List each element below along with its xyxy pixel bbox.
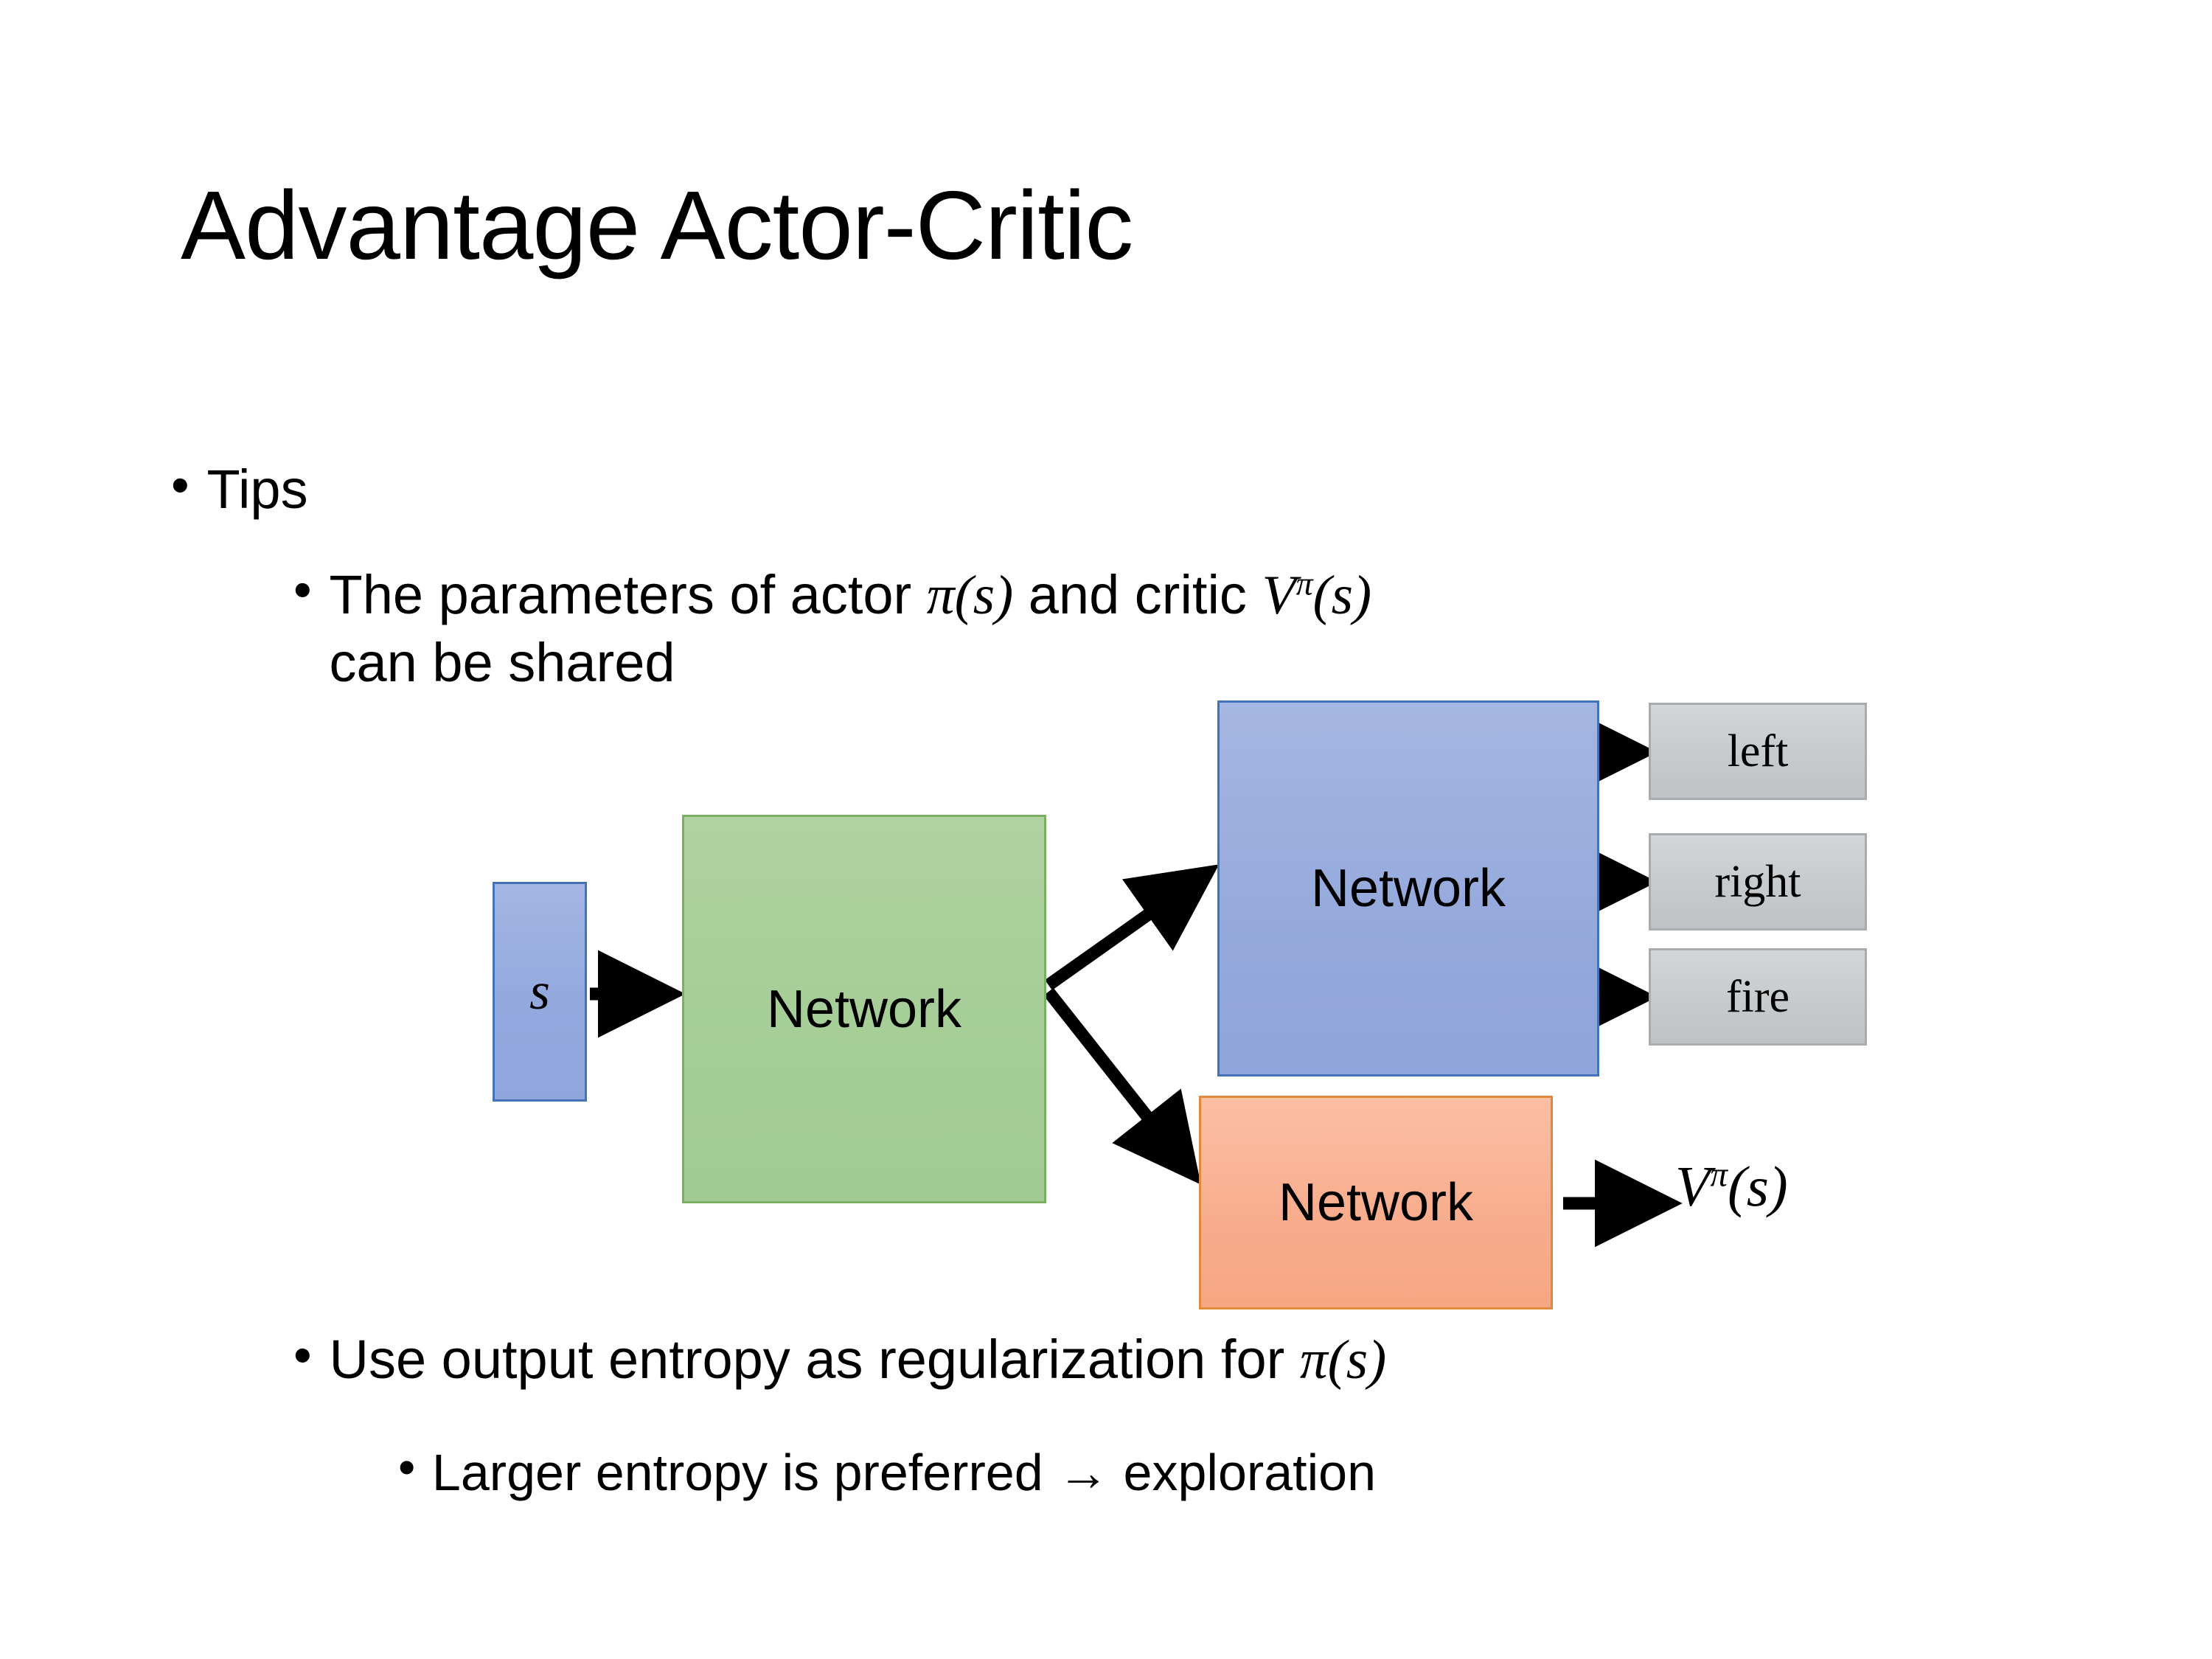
action-label-fire: fire	[1725, 971, 1790, 1022]
math-pi-of-s: π(s)	[1299, 1329, 1387, 1391]
bullet-tips: • Tips	[171, 457, 308, 521]
bullet-larger-entropy-label: Larger entropy is preferred → exploratio…	[431, 1444, 1377, 1501]
text-fragment-line2: can be shared	[329, 632, 675, 694]
bullet-shared-parameters-text: The parameters of actor π(s) and critic …	[330, 562, 2078, 696]
bullet-marker-icon: •	[293, 560, 312, 619]
math-pi-of-s: π(s)	[926, 565, 1014, 626]
action-label-left: left	[1727, 726, 1789, 776]
math-v-argument: (s)	[1312, 565, 1372, 626]
action-box-fire[interactable]: fire	[1649, 948, 1867, 1046]
text-fragment-middle: and critic	[1013, 564, 1262, 625]
value-argument: (s)	[1727, 1155, 1788, 1218]
math-v-symbol: V	[1262, 565, 1296, 626]
node-critic-network-label: Network	[1278, 1173, 1474, 1232]
node-actor-network-label: Network	[1310, 859, 1506, 918]
arrow-shared-to-actor	[1045, 864, 1220, 990]
action-box-right[interactable]: right	[1649, 833, 1867, 931]
text-fragment-before-pi: The parameters of actor	[329, 564, 927, 625]
node-state-input[interactable]: s	[493, 882, 587, 1102]
value-function-output: Vπ(s)	[1675, 1154, 1788, 1220]
bullet-entropy-text: Use output entropy as regularization for…	[330, 1327, 2100, 1394]
bullet-larger-entropy: • Larger entropy is preferred → explorat…	[398, 1441, 2131, 1503]
page-title: Advantage Actor-Critic	[181, 171, 1133, 279]
value-symbol: V	[1675, 1155, 1711, 1218]
node-state-label: s	[529, 962, 550, 1020]
node-actor-network[interactable]: Network	[1217, 700, 1599, 1077]
bullet-marker-icon: •	[171, 455, 189, 514]
value-superscript-pi: π	[1710, 1155, 1728, 1194]
node-shared-network[interactable]: Network	[682, 815, 1046, 1203]
action-box-left[interactable]: left	[1649, 703, 1867, 800]
node-critic-network[interactable]: Network	[1199, 1096, 1553, 1310]
action-label-right: right	[1714, 856, 1801, 907]
math-v-superscript-pi: π	[1295, 564, 1313, 602]
bullet-marker-icon: •	[398, 1440, 416, 1495]
text-fragment-entropy: Use output entropy as regularization for	[329, 1329, 1300, 1390]
node-shared-network-label: Network	[766, 979, 962, 1039]
bullet-tips-label: Tips	[206, 459, 308, 520]
bullet-marker-icon: •	[293, 1325, 312, 1384]
bullet-shared-parameters: • The parameters of actor π(s) and criti…	[293, 562, 2078, 696]
bullet-entropy-regularization: • Use output entropy as regularization f…	[293, 1327, 2100, 1394]
arrow-shared-to-critic	[1043, 987, 1201, 1185]
